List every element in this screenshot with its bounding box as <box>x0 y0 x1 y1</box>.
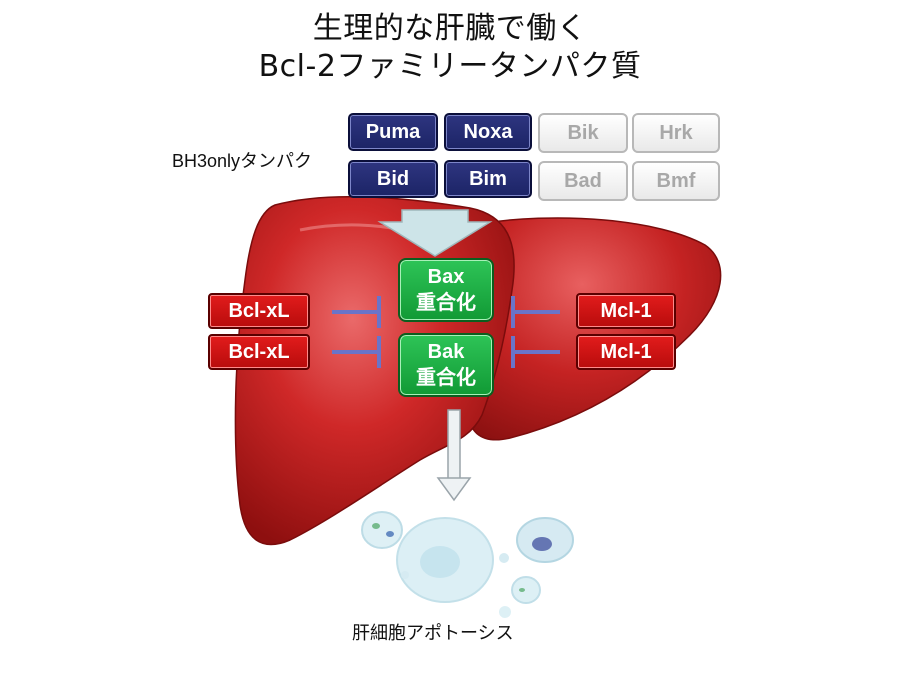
bh3-bim: Bim <box>444 160 532 198</box>
bh3-puma: Puma <box>348 113 438 151</box>
outcome-label: 肝細胞アポトーシス <box>352 623 514 643</box>
bh3-noxa: Noxa <box>444 113 532 151</box>
inhibitor-mcl1-2: Mcl-1 <box>576 334 676 370</box>
effector-bax-state: 重合化 <box>416 292 476 314</box>
inhibitor-bclxl-1: Bcl-xL <box>208 293 310 329</box>
effector-bak-name: Bak <box>427 341 465 363</box>
apoptotic-cell-icon <box>361 511 574 618</box>
bh3-bik: Bik <box>538 113 628 153</box>
inhibition-bar-icon <box>332 296 560 368</box>
effector-bax: Bax 重合化 <box>398 258 494 322</box>
inhibitor-bclxl-2: Bcl-xL <box>208 334 310 370</box>
bh3only-label: BH3onlyタンパク <box>172 151 313 171</box>
effector-bak: Bak 重合化 <box>398 333 494 397</box>
bh3-bid: Bid <box>348 160 438 198</box>
bh3-hrk: Hrk <box>632 113 720 153</box>
apoptosis-arrow-icon <box>436 409 472 502</box>
title-line-2: Bcl-2ファミリータンパク質 <box>258 49 642 84</box>
down-arrow-icon <box>377 209 493 257</box>
bh3-bmf: Bmf <box>632 161 720 201</box>
title-line-1: 生理的な肝臓で働く <box>312 11 588 46</box>
effector-bax-name: Bax <box>427 266 465 288</box>
bh3-bad: Bad <box>538 161 628 201</box>
inhibitor-mcl1-1: Mcl-1 <box>576 293 676 329</box>
effector-bak-state: 重合化 <box>416 367 476 389</box>
